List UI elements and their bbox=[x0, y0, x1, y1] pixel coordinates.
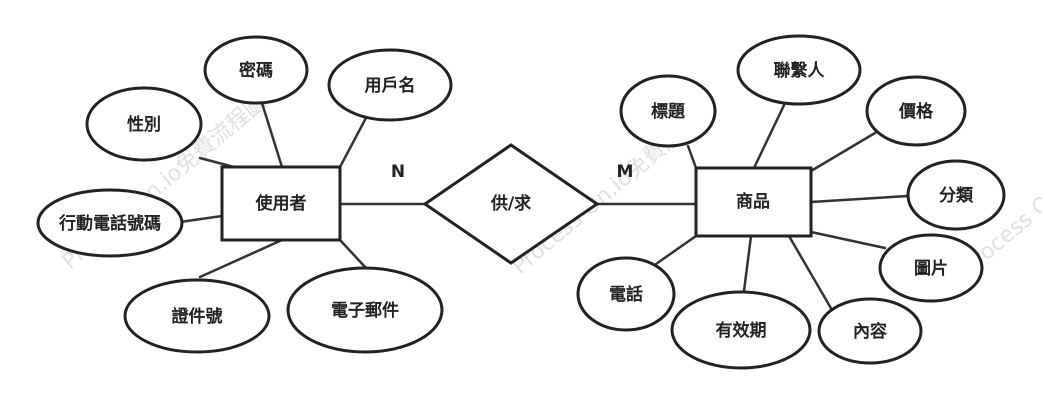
connector-product-price bbox=[809, 131, 877, 173]
attribute-image-label: 圖片 bbox=[914, 258, 948, 279]
attribute-price-label: 價格 bbox=[898, 101, 934, 122]
attribute-title-label: 標題 bbox=[651, 101, 686, 122]
attribute-expiry: 有效期 bbox=[670, 290, 812, 370]
attribute-mobile-label: 行動電話號碼 bbox=[58, 213, 161, 234]
connector-product-contact bbox=[752, 99, 788, 170]
attribute-mobile-shape bbox=[36, 188, 184, 258]
attribute-mobile: 行動電話號碼 bbox=[36, 188, 184, 258]
entity-product-shape bbox=[694, 166, 813, 238]
relationship-supply-demand: 供/求 bbox=[422, 143, 600, 265]
cardinality-user-side: N bbox=[391, 162, 405, 182]
attribute-contact: 聯繫人 bbox=[736, 34, 862, 106]
connector-product-title bbox=[686, 144, 698, 170]
connector-product-content bbox=[787, 234, 834, 312]
attribute-phone: 電話 bbox=[576, 256, 676, 332]
connector-user-password bbox=[260, 101, 284, 169]
entity-product: 商品 bbox=[694, 166, 813, 238]
attribute-image-shape bbox=[878, 233, 984, 303]
entity-user: 使用者 bbox=[220, 165, 342, 242]
attribute-content-shape bbox=[817, 297, 923, 365]
connector-user-id bbox=[198, 238, 284, 279]
connector-product-expiry bbox=[742, 234, 753, 293]
attribute-content-label: 內容 bbox=[853, 321, 887, 342]
attribute-title: 標題 bbox=[619, 74, 717, 148]
entity-user-shape bbox=[220, 165, 342, 242]
connector-product-category bbox=[809, 194, 910, 204]
relationship-label: 供/求 bbox=[490, 193, 531, 214]
attribute-title-shape bbox=[619, 74, 717, 148]
attribute-phone-shape bbox=[576, 256, 676, 332]
attribute-contact-shape bbox=[736, 34, 862, 106]
attribute-phone-label: 電話 bbox=[609, 284, 643, 305]
attribute-contact-label: 聯繫人 bbox=[774, 60, 826, 81]
attribute-email: 電子郵件 bbox=[286, 266, 444, 354]
cardinality-product-side: M bbox=[617, 162, 634, 182]
connectors bbox=[178, 99, 910, 312]
attribute-email-shape bbox=[286, 266, 444, 354]
attribute-category-shape bbox=[906, 159, 1006, 231]
attribute-username: 用戶名 bbox=[327, 48, 453, 122]
attribute-expiry-shape bbox=[670, 290, 812, 370]
attribute-category: 分類 bbox=[906, 159, 1006, 231]
attribute-expiry-label: 有效期 bbox=[716, 320, 767, 341]
attribute-gender-label: 性別 bbox=[127, 114, 161, 135]
attribute-password-label: 密碼 bbox=[239, 60, 273, 81]
entity-product-label: 商品 bbox=[736, 191, 770, 212]
attribute-id-number: 證件號 bbox=[123, 278, 271, 354]
attribute-gender-shape bbox=[85, 86, 203, 162]
connector-user-email bbox=[338, 238, 368, 270]
attribute-username-label: 用戶名 bbox=[365, 75, 416, 96]
connector-user-mobile bbox=[178, 214, 224, 224]
entity-user-label: 使用者 bbox=[255, 193, 307, 214]
attribute-price: 價格 bbox=[865, 75, 967, 147]
attribute-password-shape bbox=[203, 35, 309, 105]
connector-user-username bbox=[338, 114, 369, 169]
attribute-content: 內容 bbox=[817, 297, 923, 365]
attribute-username-shape bbox=[327, 48, 453, 122]
connector-product-image bbox=[809, 230, 887, 250]
connector-product-phone bbox=[654, 234, 698, 266]
attribute-gender: 性別 bbox=[85, 86, 203, 162]
relationship-shape bbox=[422, 143, 600, 265]
attribute-id-number-shape bbox=[123, 278, 271, 354]
attribute-price-shape bbox=[865, 75, 967, 147]
attribute-email-label: 電子郵件 bbox=[331, 300, 399, 321]
attribute-password: 密碼 bbox=[203, 35, 309, 105]
attribute-id-number-label: 證件號 bbox=[172, 306, 223, 327]
attribute-image: 圖片 bbox=[878, 233, 984, 303]
attribute-category-label: 分類 bbox=[939, 186, 974, 206]
